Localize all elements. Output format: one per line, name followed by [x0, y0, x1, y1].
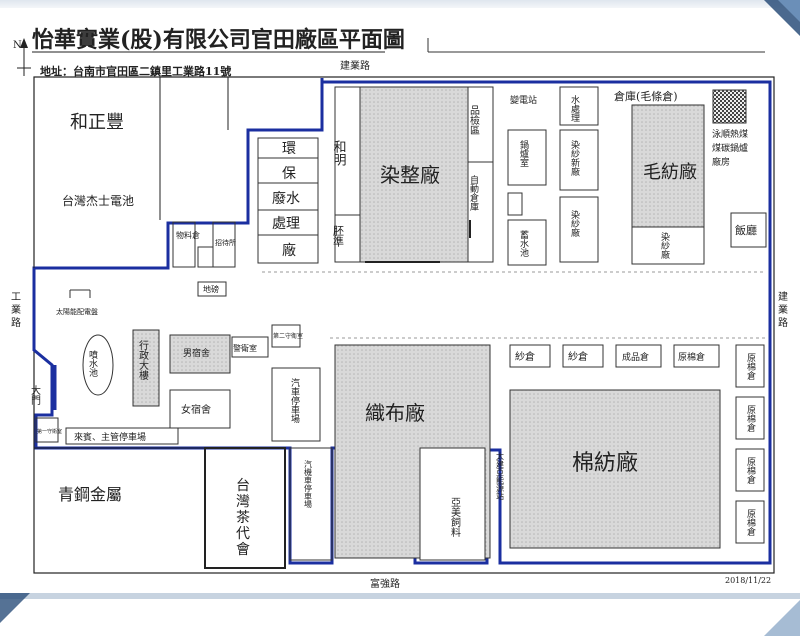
- wool-dye: 染紗廠: [659, 231, 670, 260]
- ti-jiao: 胚準: [332, 225, 345, 248]
- first-guard-room: 第一守衛室: [37, 428, 62, 435]
- yarn-store-1: 紗倉: [515, 350, 535, 363]
- coal-boiler-icon: [712, 89, 747, 124]
- weaving-plant: 織布廠: [365, 401, 425, 425]
- moto-park: 汽機車停車場: [304, 459, 313, 509]
- raw-cotton-side-label: 原棉倉: [745, 353, 756, 381]
- wool-warehouse: 倉庫(毛條倉): [614, 89, 678, 103]
- environmental-plant-char: 保: [282, 166, 296, 182]
- material-store: 物料倉: [176, 230, 200, 240]
- he-ming: 和明: [331, 140, 347, 167]
- pond: 噴水池: [87, 349, 98, 377]
- svg-text:建: 建: [778, 290, 788, 303]
- yarn-store-2: 紗倉: [568, 350, 588, 363]
- environmental-plant-char: 環: [282, 141, 296, 157]
- water-treatment: 水處理: [569, 94, 580, 122]
- raw-cotton-side-store: [735, 344, 765, 388]
- wool-spinning-bldg: [631, 104, 705, 228]
- admin-building: 行政大樓: [137, 339, 149, 381]
- qing-gang: 青鋼金屬: [58, 485, 122, 504]
- environmental-plant-bldg: [257, 137, 319, 264]
- environmental-plant-char: 廢水: [272, 190, 300, 207]
- storage-pool: 蓄水池: [518, 229, 529, 257]
- road-north: 建業路: [340, 59, 370, 72]
- raw-cotton-side-store: [735, 396, 765, 440]
- coal-boiler-line: 泳順熱煤: [712, 128, 748, 140]
- coal-boiler-line: 煤碳鍋爐: [712, 142, 748, 154]
- taiwan-jie-shi: 台灣杰士電池: [62, 193, 134, 208]
- svg-text:業: 業: [778, 303, 788, 316]
- female-dorm: 女宿舍: [181, 403, 211, 416]
- male-dorm: 男宿舍: [183, 347, 210, 359]
- environmental-plant-char: 廠: [282, 242, 296, 259]
- svg-text:路: 路: [11, 316, 21, 329]
- slide-bottom-bar: [0, 593, 800, 599]
- dining-hall: 飯廳: [735, 223, 757, 237]
- raw-cotton-side-label: 原棉倉: [745, 405, 756, 433]
- solar-panel: 太陽能配電盤: [56, 307, 98, 316]
- raw-cotton-side-label: 原棉倉: [745, 509, 756, 537]
- corner-decoration: [778, 0, 800, 22]
- cotton-spinning-bldg: [509, 389, 721, 549]
- visitor-parking: 來賓、主管停車場: [74, 431, 146, 443]
- raw-cotton-side-store: [735, 448, 765, 492]
- taiwan-cha-ren-bldg: [204, 447, 286, 569]
- taiwan-cha-ren-char: 會: [236, 542, 250, 558]
- map-date: 2018/11/22: [725, 576, 771, 585]
- raw-cotton-side-label: 原棉倉: [745, 457, 756, 485]
- guard-room-2: 第二守衛室: [273, 332, 303, 340]
- substation: 變電站: [510, 94, 537, 106]
- guard-room: 警衛室: [233, 343, 257, 353]
- material-store-bldg: [172, 221, 196, 268]
- road-east: 建 業 路: [778, 290, 788, 329]
- corner-decoration: [764, 600, 800, 636]
- svg-text:N: N: [13, 40, 22, 51]
- svg-text:業: 業: [11, 303, 21, 316]
- road-south: 富強路: [370, 577, 400, 590]
- store-small: 招待所: [215, 238, 236, 247]
- coal-boiler-line: 廠房: [712, 156, 730, 168]
- slide-top-bar: [0, 0, 800, 8]
- he-zheng-feng: 和正豐: [70, 112, 124, 133]
- cotton-spinning: 棉紡廠: [572, 451, 638, 476]
- dyeing-plant: 染整廠: [380, 163, 440, 187]
- address-text: 地址：台南市官田區二鎮里工業路11號: [40, 64, 231, 78]
- taiwan-cha-ren-char: 代: [236, 526, 250, 542]
- car-park: 汽車停車場: [289, 377, 300, 424]
- finished-store: 成品倉: [622, 351, 649, 363]
- inspection-area: 品檢區: [468, 105, 480, 135]
- main-gate: 大門: [29, 384, 41, 406]
- wool-spinning: 毛紡廠: [643, 161, 697, 183]
- environmental-plant-char: 處理: [272, 216, 300, 232]
- admin-bldg: [132, 329, 160, 407]
- road-west: 工 業 路: [11, 292, 21, 329]
- svg-text:路: 路: [778, 316, 788, 329]
- compass-icon: N: [13, 38, 31, 76]
- raw-cotton-store: 原棉倉: [678, 351, 705, 363]
- pond-shape: [82, 334, 114, 396]
- svg-text:工: 工: [11, 292, 21, 303]
- taiwan-cha-ren-char: 灣: [236, 494, 250, 510]
- taiwan-cha-ren-char: 台: [236, 478, 250, 494]
- raw-cotton-side-store: [735, 500, 765, 544]
- dye-yarn: 染紗廠: [569, 209, 580, 238]
- pump-room: 地磅: [203, 284, 219, 294]
- auto-warehouse: 自動倉庫: [468, 174, 479, 212]
- dye-yarn-new: 染紗新廠: [569, 139, 580, 177]
- map-title: 怡華實業(股)有限公司官田廠區平面圖: [32, 27, 405, 53]
- taiwan-cha-ren-char: 茶: [236, 510, 250, 526]
- boiler-room: 鍋爐室: [518, 139, 529, 167]
- corner-decoration: [0, 593, 30, 623]
- asia-feed: 亞美飼料: [449, 497, 461, 538]
- taishan-station: 太建亞能源站: [496, 451, 505, 501]
